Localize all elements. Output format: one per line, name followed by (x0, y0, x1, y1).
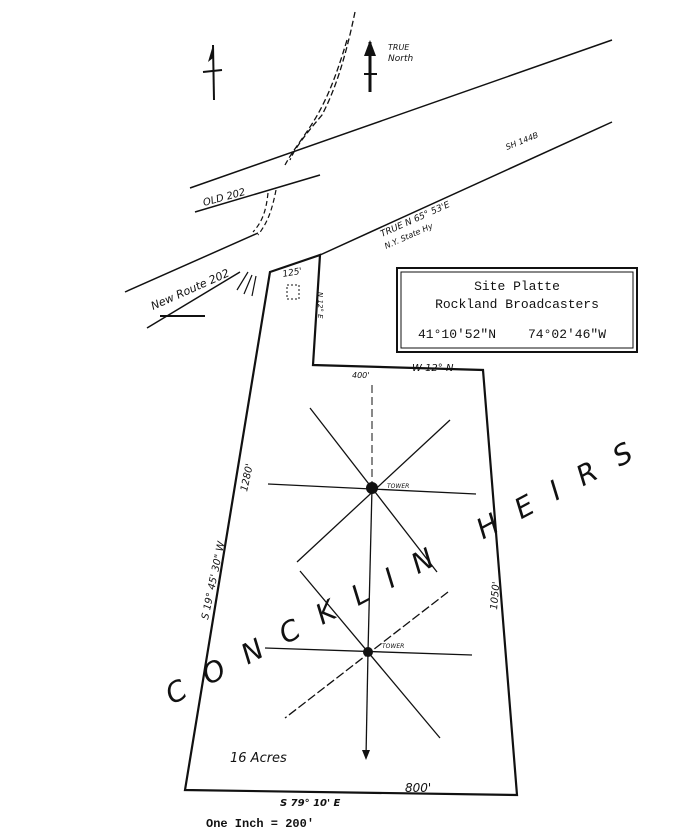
tower-2-label: TOWER (382, 643, 404, 650)
south-bearing-label: S 79° 10' E (280, 798, 341, 809)
tower-1-label: TOWER (387, 483, 409, 490)
scale-label: One Inch = 200' (206, 817, 314, 830)
south-length-label: 800' (405, 781, 431, 795)
title-block: Site Platte Rockland Broadcasters 41°10'… (396, 267, 638, 353)
north-bearing-label: W 12° N (412, 363, 454, 374)
tower-2-icon (363, 647, 373, 657)
north-label: North (388, 54, 413, 64)
title-line-1: Site Platte (474, 279, 560, 294)
area-label: 16 Acres (230, 751, 287, 766)
roads (124, 39, 613, 329)
property-boundary (183, 253, 519, 797)
title-line-2: Rockland Broadcasters (435, 297, 599, 312)
sh-number-label: SH 144B (504, 131, 539, 152)
building-outline (286, 284, 300, 300)
stream (252, 11, 356, 236)
longitude: 74°02'46"W (528, 327, 606, 342)
latitude: 41°10'52"N (418, 327, 496, 342)
north-length-label: 400' (352, 371, 369, 380)
frontage-label: 125' (282, 267, 303, 280)
true-north-label: TRUE (388, 43, 410, 52)
true-north-arrow-icon (364, 40, 377, 92)
east-length-label: 1050' (489, 581, 502, 610)
tower-1-icon (366, 482, 378, 494)
magnetic-north-arrow-icon (202, 44, 223, 101)
west-length-label: 1280' (239, 463, 256, 493)
owner-label: CONCKLIN HEIRS (160, 426, 658, 712)
new-route-202-label: New Route 202 (149, 267, 231, 313)
old-202-label: OLD 202 (202, 187, 247, 209)
east-jog-bearing-label: N 12° E (316, 292, 324, 319)
